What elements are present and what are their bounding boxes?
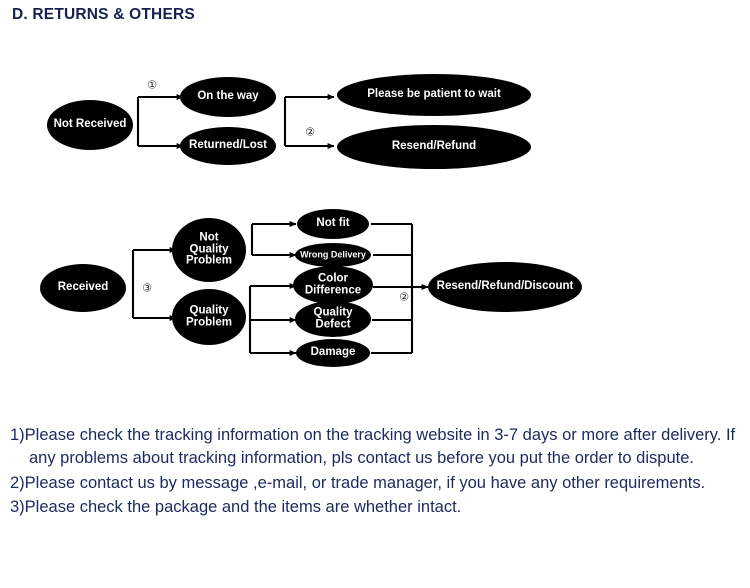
marker-three: ③ xyxy=(142,281,152,295)
node-color-difference xyxy=(293,266,373,304)
diagram-2-nodes xyxy=(40,209,582,367)
note-item: 2)Please contact us by message ,e-mail, … xyxy=(10,472,740,495)
node-quality-defect xyxy=(295,301,371,337)
node-please-wait xyxy=(337,74,531,116)
node-not-quality-problem xyxy=(172,218,246,282)
node-returned-lost xyxy=(180,127,276,165)
node-wrong-delivery xyxy=(295,243,371,267)
diagram-1-nodes xyxy=(47,74,531,169)
node-not-fit xyxy=(297,209,369,239)
node-quality-problem xyxy=(172,289,246,345)
marker-two-top: ② xyxy=(305,125,315,139)
note-number: 1) xyxy=(10,426,25,444)
node-not-received xyxy=(47,100,133,150)
returns-flow-diagram: Not Received On the way Returned/Lost Pl… xyxy=(40,74,582,367)
node-received xyxy=(40,264,126,312)
diagram-1-edges xyxy=(136,94,335,149)
diagram-2-edges xyxy=(131,221,429,356)
note-text: Please check the package and the items a… xyxy=(24,498,462,517)
page-title: D. RETURNS & OTHERS xyxy=(12,6,195,23)
note-item: 3)Please check the package and the items… xyxy=(10,496,740,519)
note-number: 2) xyxy=(10,473,25,492)
flowchart-svg xyxy=(40,74,582,367)
note-text: Please contact us by message ,e-mail, or… xyxy=(24,473,706,492)
notes-list: 1)Please check the tracking information … xyxy=(10,424,740,521)
note-item: 1)Please check the tracking information … xyxy=(10,424,740,471)
marker-two-bottom: ② xyxy=(399,290,409,304)
node-on-the-way xyxy=(180,77,276,117)
node-damage xyxy=(296,339,370,367)
node-resend-refund-discount xyxy=(428,262,582,312)
note-number: 3) xyxy=(10,498,25,517)
note-text: Please check the tracking information on… xyxy=(24,426,736,468)
node-resend-refund xyxy=(337,125,531,169)
marker-one: ① xyxy=(147,78,157,92)
